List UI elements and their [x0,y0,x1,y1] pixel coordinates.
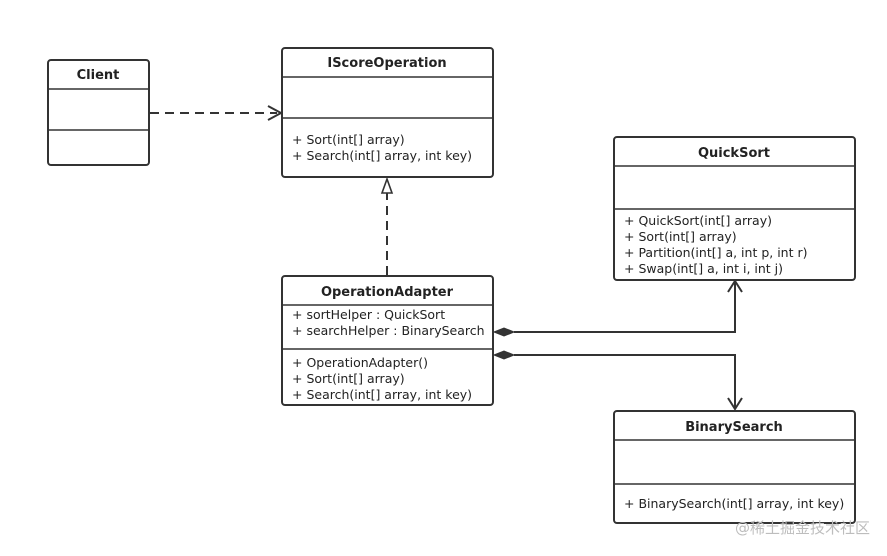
class-iscoreoperation[interactable]: IScoreOperation + Sort(int[] array) + Se… [281,47,494,178]
operationadapter-method-ctor: + OperationAdapter() [292,355,428,370]
open-arrowhead-icon [727,279,743,293]
watermark-text: @稀土掘金技术社区 [735,519,870,537]
class-operationadapter[interactable]: OperationAdapter + sortHelper : QuickSor… [281,275,494,406]
class-operationadapter-name: OperationAdapter [321,285,454,300]
class-binarysearch-name: BinarySearch [685,420,783,435]
quicksort-method-quicksort: + QuickSort(int[] array) [624,213,772,228]
open-arrowhead-icon [267,105,284,121]
class-binarysearch[interactable]: BinarySearch + BinarySearch(int[] array,… [613,410,856,524]
relation-adapter-quicksort [492,279,743,337]
operationadapter-attr-sorthelper: + sortHelper : QuickSort [292,307,445,322]
iscoreoperation-method-search: + Search(int[] array, int key) [292,148,472,163]
quicksort-method-swap: + Swap(int[] a, int i, int j) [624,261,783,276]
relation-adapter-iscoreoperation [380,176,394,275]
relation-client-iscoreoperation [150,105,284,121]
class-quicksort-name: QuickSort [698,146,770,161]
operationadapter-method-search: + Search(int[] array, int key) [292,387,472,402]
operationadapter-attr-searchhelper: + searchHelper : BinarySearch [292,323,485,338]
class-iscoreoperation-name: IScoreOperation [327,56,446,71]
class-client-name: Client [77,68,120,83]
open-arrowhead-icon [727,397,743,411]
class-quicksort[interactable]: QuickSort + QuickSort(int[] array) + Sor… [613,136,856,281]
binarysearch-method-binarysearch: + BinarySearch(int[] array, int key) [624,496,844,511]
operationadapter-method-sort: + Sort(int[] array) [292,371,405,386]
relation-adapter-binarysearch [492,350,743,411]
quicksort-method-sort: + Sort(int[] array) [624,229,737,244]
filled-diamond-icon [492,327,516,337]
hollow-triangle-arrowhead-icon [380,176,394,194]
filled-diamond-icon [492,350,516,360]
quicksort-method-partition: + Partition(int[] a, int p, int r) [624,245,807,260]
class-client[interactable]: Client [47,59,150,166]
iscoreoperation-method-sort: + Sort(int[] array) [292,132,405,147]
